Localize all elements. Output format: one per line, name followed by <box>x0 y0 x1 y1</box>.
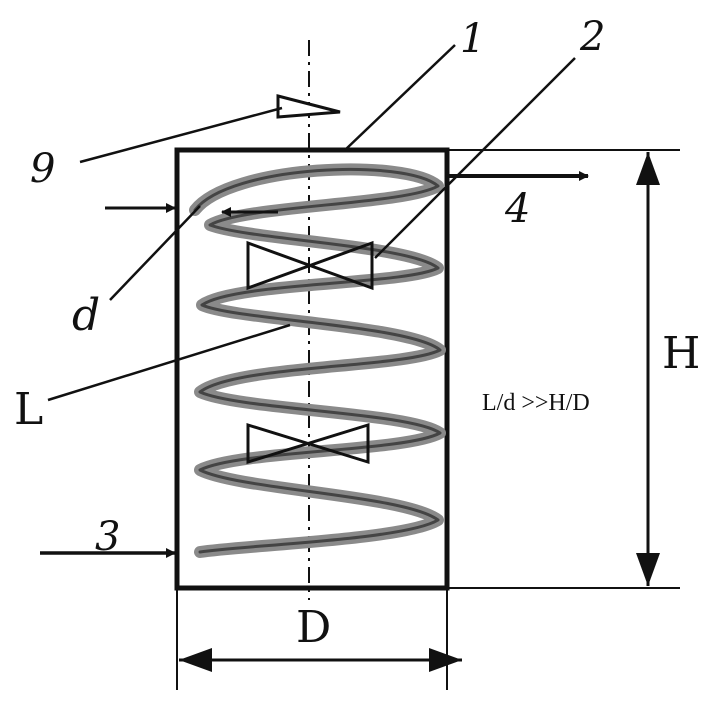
leader-1 <box>344 44 456 151</box>
h-arrow-top <box>636 152 660 185</box>
label-coil-diameter-d: d <box>72 290 100 341</box>
lower-bowtie-element <box>246 422 370 465</box>
leader-d <box>109 205 201 301</box>
label-part-2: 2 <box>579 14 605 60</box>
top-vent-icon <box>276 94 341 119</box>
d-arrow-right <box>429 648 462 672</box>
label-part-9: 9 <box>30 146 55 192</box>
upper-bowtie-element <box>246 240 374 291</box>
label-diameter-D: D <box>296 602 331 653</box>
label-height-H: H <box>662 328 700 379</box>
leader-2 <box>374 57 576 259</box>
helical-coil <box>189 163 446 558</box>
label-coil-length-L: L <box>14 384 43 435</box>
h-arrow-bottom <box>636 553 660 586</box>
label-inlet-3: 3 <box>95 514 120 560</box>
leader-9 <box>79 106 283 164</box>
label-part-1: 1 <box>460 16 485 62</box>
d-arrow-left <box>179 648 212 672</box>
label-outlet-4: 4 <box>504 186 530 232</box>
vessel-outline <box>174 147 450 591</box>
ratio-formula: L/d >>H/D <box>482 390 590 416</box>
leader-L <box>47 323 291 402</box>
